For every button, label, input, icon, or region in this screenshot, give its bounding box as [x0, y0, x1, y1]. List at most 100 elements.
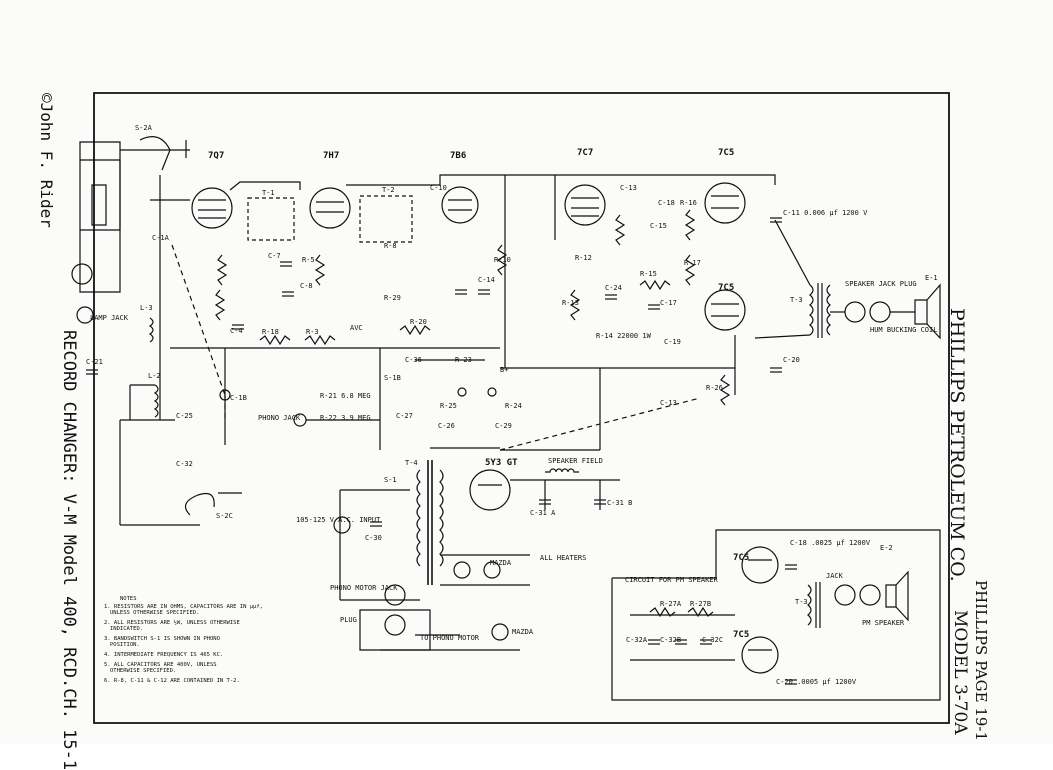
label-7c7: 7C7 [577, 148, 593, 158]
label-c25: C-25 [176, 412, 193, 420]
notes-block: NOTES 1. RESISTORS ARE IN OHMS, CAPACITO… [104, 596, 263, 684]
label-5y3gt: 5Y3 GT [485, 458, 518, 468]
label-pm-speaker: PM SPEAKER [862, 619, 905, 627]
inset-label-7c5-lower: 7C5 [733, 630, 749, 640]
label-c26: C-26 [438, 422, 455, 430]
label-circuit-pm: CIRCUIT FOR PM SPEAKER [625, 576, 719, 584]
phono-lamp [492, 624, 508, 640]
label-c11: C-11 0.006 µf 1200 V [783, 209, 868, 217]
speaker-e1-magnet [915, 300, 927, 324]
notes-title: NOTES [120, 596, 137, 602]
speaker-field-coil [545, 469, 579, 472]
label-c7: C-7 [268, 252, 281, 260]
ac-input-plug [334, 517, 350, 533]
speaker-e1-cone [927, 285, 940, 338]
speaker-jack [845, 302, 865, 322]
label-hum-bucking: HUM BUCKING COIL [870, 326, 937, 334]
inductor-l3 [150, 318, 153, 342]
phono-motor-plug [385, 615, 405, 635]
switch-s2a [140, 137, 170, 170]
inset-label-7c5-upper: 7C5 [733, 553, 749, 563]
label-r23: R-23 [455, 356, 472, 364]
inset-tube-7c5-lower [742, 637, 778, 673]
tube-7c5-upper-envelope [705, 183, 745, 223]
label-t2: T-2 [382, 186, 395, 194]
label-speaker-field: SPEAKER FIELD [548, 457, 603, 465]
inset-speaker-plug [860, 585, 880, 605]
label-r25: R-25 [440, 402, 457, 410]
label-lamp-jack: LAMP JACK [90, 314, 129, 322]
label-t3-inset: T-3 [795, 598, 808, 606]
label-r5: R-5 [302, 256, 315, 264]
border-frame [94, 93, 949, 723]
label-c20-inset: C-20 .0005 µf 1200V [776, 678, 857, 686]
label-c31a: C-31 A [530, 509, 556, 517]
note-2b: INDICATED. [110, 626, 143, 632]
tube-7h7-envelope [310, 188, 350, 228]
label-e1: E-1 [925, 274, 938, 282]
label-r12: R-12 [575, 254, 592, 262]
label-7c5-upper: 7C5 [718, 148, 734, 158]
label-c24: C-24 [605, 284, 622, 292]
transformer-t2 [360, 196, 412, 242]
gang-link [172, 245, 225, 395]
label-r24: R-24 [505, 402, 522, 410]
label-s2c: S-2C [216, 512, 233, 520]
label-r16: R-16 [680, 199, 697, 207]
label-r21: R-21 6.8 MEG [320, 392, 371, 400]
label-c31b: C-31 B [607, 499, 632, 507]
label-r3: R-3 [306, 328, 319, 336]
label-speaker-jack: SPEAKER JACK PLUG [845, 280, 917, 288]
label-r26: R-26 [706, 384, 723, 392]
label-mazda: MAZDA [490, 559, 512, 567]
loop-antenna-box [80, 142, 120, 292]
label-c32: C-32 [176, 460, 193, 468]
label-l3: L-3 [140, 304, 153, 312]
pilot-lamp-1 [454, 562, 470, 578]
note-5b: OTHERWISE SPECIFIED. [110, 668, 176, 674]
label-c36: C-36 [405, 356, 422, 364]
label-avc: AVC [350, 324, 363, 332]
pm-speaker-inset-box [612, 530, 940, 700]
lamp-jack-circle [77, 307, 93, 323]
label-c13: C-13 [620, 184, 637, 192]
label-c20: C-20 [783, 356, 800, 364]
label-c19: C-19 [664, 338, 681, 346]
tube-7q7-envelope [192, 188, 232, 228]
label-c32c: C-32C [702, 636, 723, 644]
note-2: 2. ALL RESISTORS ARE ½W, UNLESS OTHERWIS… [104, 619, 240, 626]
label-r22: R-22 3.9 MEG [320, 414, 371, 422]
schematic-diagram: 7Q7 7H7 7B6 7C7 7C5 7C5 5Y3 GT 7C5 7C5 S… [0, 0, 1053, 744]
label-r17: R-17 [684, 259, 701, 267]
label-c32a: C-32A [626, 636, 648, 644]
pilot-lamp-2 [484, 562, 500, 578]
label-c30: C-30 [365, 534, 382, 542]
note-1b: UNLESS OTHERWISE SPECIFIED. [110, 610, 199, 616]
transformer-t3-primary [810, 285, 813, 335]
label-ac-input: 105-125 V A.C. INPUT [296, 516, 381, 524]
note-4: 4. INTERMEDIATE FREQUENCY IS 465 KC. [104, 652, 223, 658]
label-r18: R-18 [262, 328, 279, 336]
label-c18-inset: C-18 .0025 µf 1200V [790, 539, 871, 547]
tube-5y3-envelope [470, 470, 510, 510]
label-phono-jack: PHONO JACK [258, 414, 301, 422]
label-7h7: 7H7 [323, 151, 339, 161]
label-r27a: R-27A [660, 600, 682, 608]
label-c1b: C-1B [230, 394, 247, 402]
label-7q7: 7Q7 [208, 151, 224, 161]
label-c17: C-17 [660, 299, 677, 307]
label-r27b: R-27B [690, 600, 711, 608]
label-7c5-lower: 7C5 [718, 283, 734, 293]
label-r10: R-10 [494, 256, 511, 264]
label-mazda-lamp: MAZDA [512, 628, 534, 636]
note-6: 6. R-8, C-11 & C-12 ARE CONTAINED IN T-2… [104, 678, 240, 684]
note-3b: POSITION. [110, 642, 140, 648]
label-c29: C-29 [495, 422, 512, 430]
phono-motor-jack [385, 585, 405, 605]
inset-tube-7c5-upper [742, 547, 778, 583]
label-c10: C-10 [430, 184, 447, 192]
label-c32b: C-32B [660, 636, 681, 644]
transformer-t4-primary [417, 470, 420, 566]
label-c1a: C-1A [152, 234, 170, 242]
label-c13b: C-13 [660, 399, 677, 407]
